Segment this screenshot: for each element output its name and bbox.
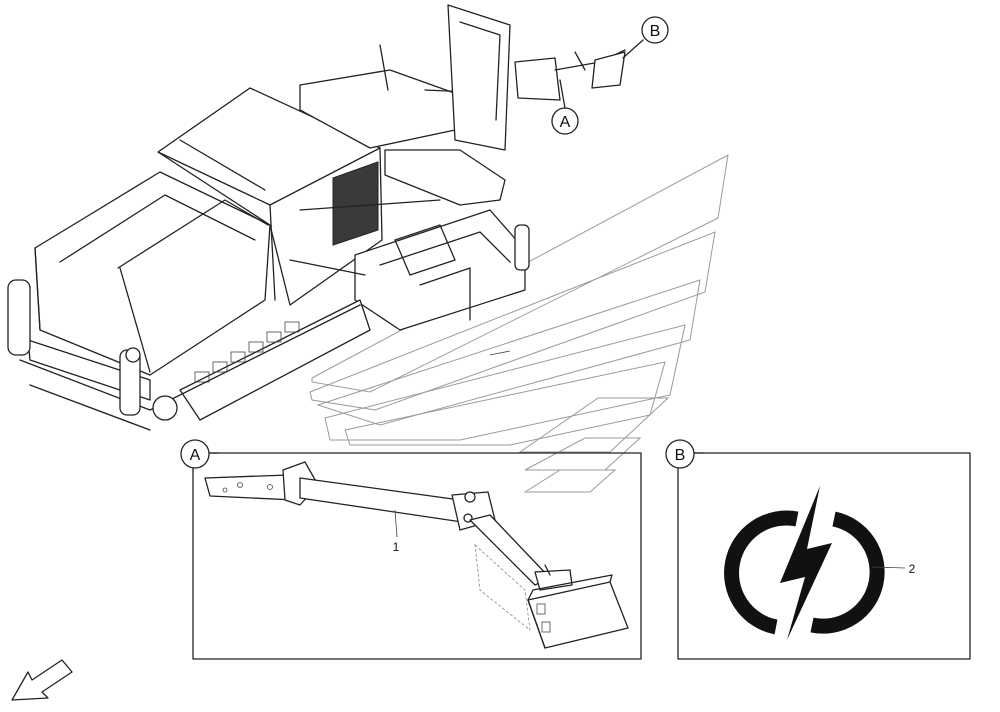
direction-arrow-icon <box>11 659 73 701</box>
detail-b-panel: B 2 <box>665 439 971 660</box>
detail-b-label: B <box>675 447 686 464</box>
callout-a-top-label: A <box>560 114 571 131</box>
arm-assembly-drawing <box>204 461 629 649</box>
paver-machine <box>7 4 626 431</box>
callout-b-top-label: B <box>650 23 661 40</box>
chevron-pattern <box>309 154 729 493</box>
detail-a-panel: A <box>180 439 642 660</box>
callout-b-top: B <box>622 16 669 59</box>
detail-a-label: A <box>190 447 201 464</box>
part-1-label: 1 <box>393 540 400 554</box>
lightning-power-icon <box>724 486 885 640</box>
dimension-mark <box>489 350 511 356</box>
callout-a-top: A <box>551 79 579 135</box>
track-links <box>194 321 300 383</box>
part-2-label: 2 <box>909 562 916 576</box>
